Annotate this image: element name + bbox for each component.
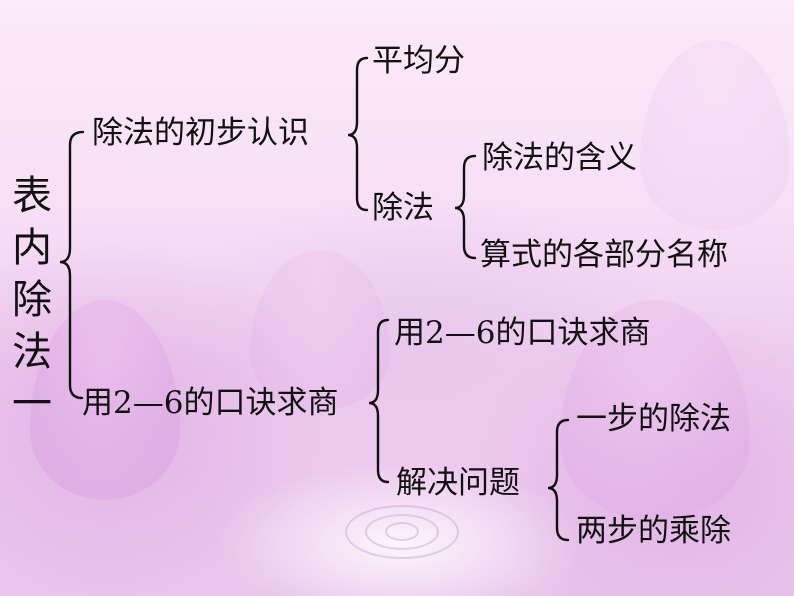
jiejue-item-onestep: 一步的除法 [576, 401, 731, 437]
chufa-item-meaning: 除法的含义 [482, 140, 637, 176]
branch1-label: 除法的初步认识 [92, 115, 309, 151]
water-ripple [365, 514, 439, 550]
branch2-bracket [368, 318, 390, 484]
lotus-decoration [640, 40, 790, 230]
root-title: 表 内 除 法 一 [12, 170, 52, 430]
branch1-child-chufa: 除法 [372, 190, 434, 226]
lotus-decoration [560, 300, 750, 520]
branch1-bracket [347, 56, 369, 212]
lotus-decoration [250, 250, 390, 410]
branch2-child-jiejue: 解决问题 [396, 465, 520, 501]
branch1-child-pingjunfen: 平均分 [372, 43, 465, 79]
root-char: 除 [12, 277, 52, 323]
branch2-label: 用2—6的口诀求商 [82, 385, 339, 421]
chufa-bracket [454, 154, 477, 260]
water-ripple [385, 522, 419, 541]
jiejue-bracket [547, 418, 570, 542]
root-char: 一 [12, 381, 52, 427]
chufa-item-parts: 算式的各部分名称 [480, 237, 728, 273]
root-char: 表 [12, 173, 52, 219]
water-ripple [345, 505, 459, 559]
root-char: 内 [12, 225, 52, 271]
lotus-decoration [30, 300, 180, 500]
jiejue-item-twostep: 两步的乘除 [576, 513, 731, 549]
branch2-child-koujue: 用2—6的口诀求商 [394, 315, 651, 351]
root-char: 法 [12, 329, 52, 375]
root-bracket [59, 130, 85, 400]
